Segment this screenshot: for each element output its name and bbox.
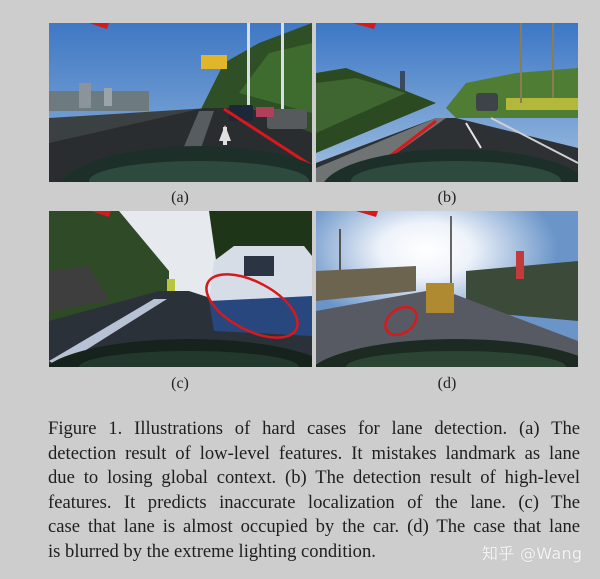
caption-line: Figure 1. Illustrations of hard cases fo… [48,418,580,439]
figure-panel-b [316,23,578,182]
caption-line: features. It predicts inaccurate localiz… [48,491,580,513]
figure-panel-d [316,211,578,367]
panel-label-d: (d) [437,375,457,392]
dashcam-sun-glare-image [316,211,578,367]
panel-label-a: (a) [171,189,189,206]
caption-line: is blurred by the extreme lighting condi… [48,540,376,562]
dashcam-van-occlusion-image [49,211,312,367]
dashcam-highway-image [49,23,312,182]
figure-caption: Figure 1. Illustrations of hard cases fo… [48,417,580,565]
caption-line: due to losing global context. (b) The de… [48,467,580,489]
figure-panel-c [49,211,312,367]
caption-line: detection result of low-level features. … [48,442,580,464]
panel-label-c: (c) [171,375,189,392]
panel-label-b: (b) [437,189,457,206]
figure-panel-a [49,23,312,182]
zhihu-watermark: 知乎 @Wang [482,544,583,563]
caption-line: case that lane is almost occupied by the… [48,516,580,538]
dashcam-treelined-road-image [316,23,578,182]
